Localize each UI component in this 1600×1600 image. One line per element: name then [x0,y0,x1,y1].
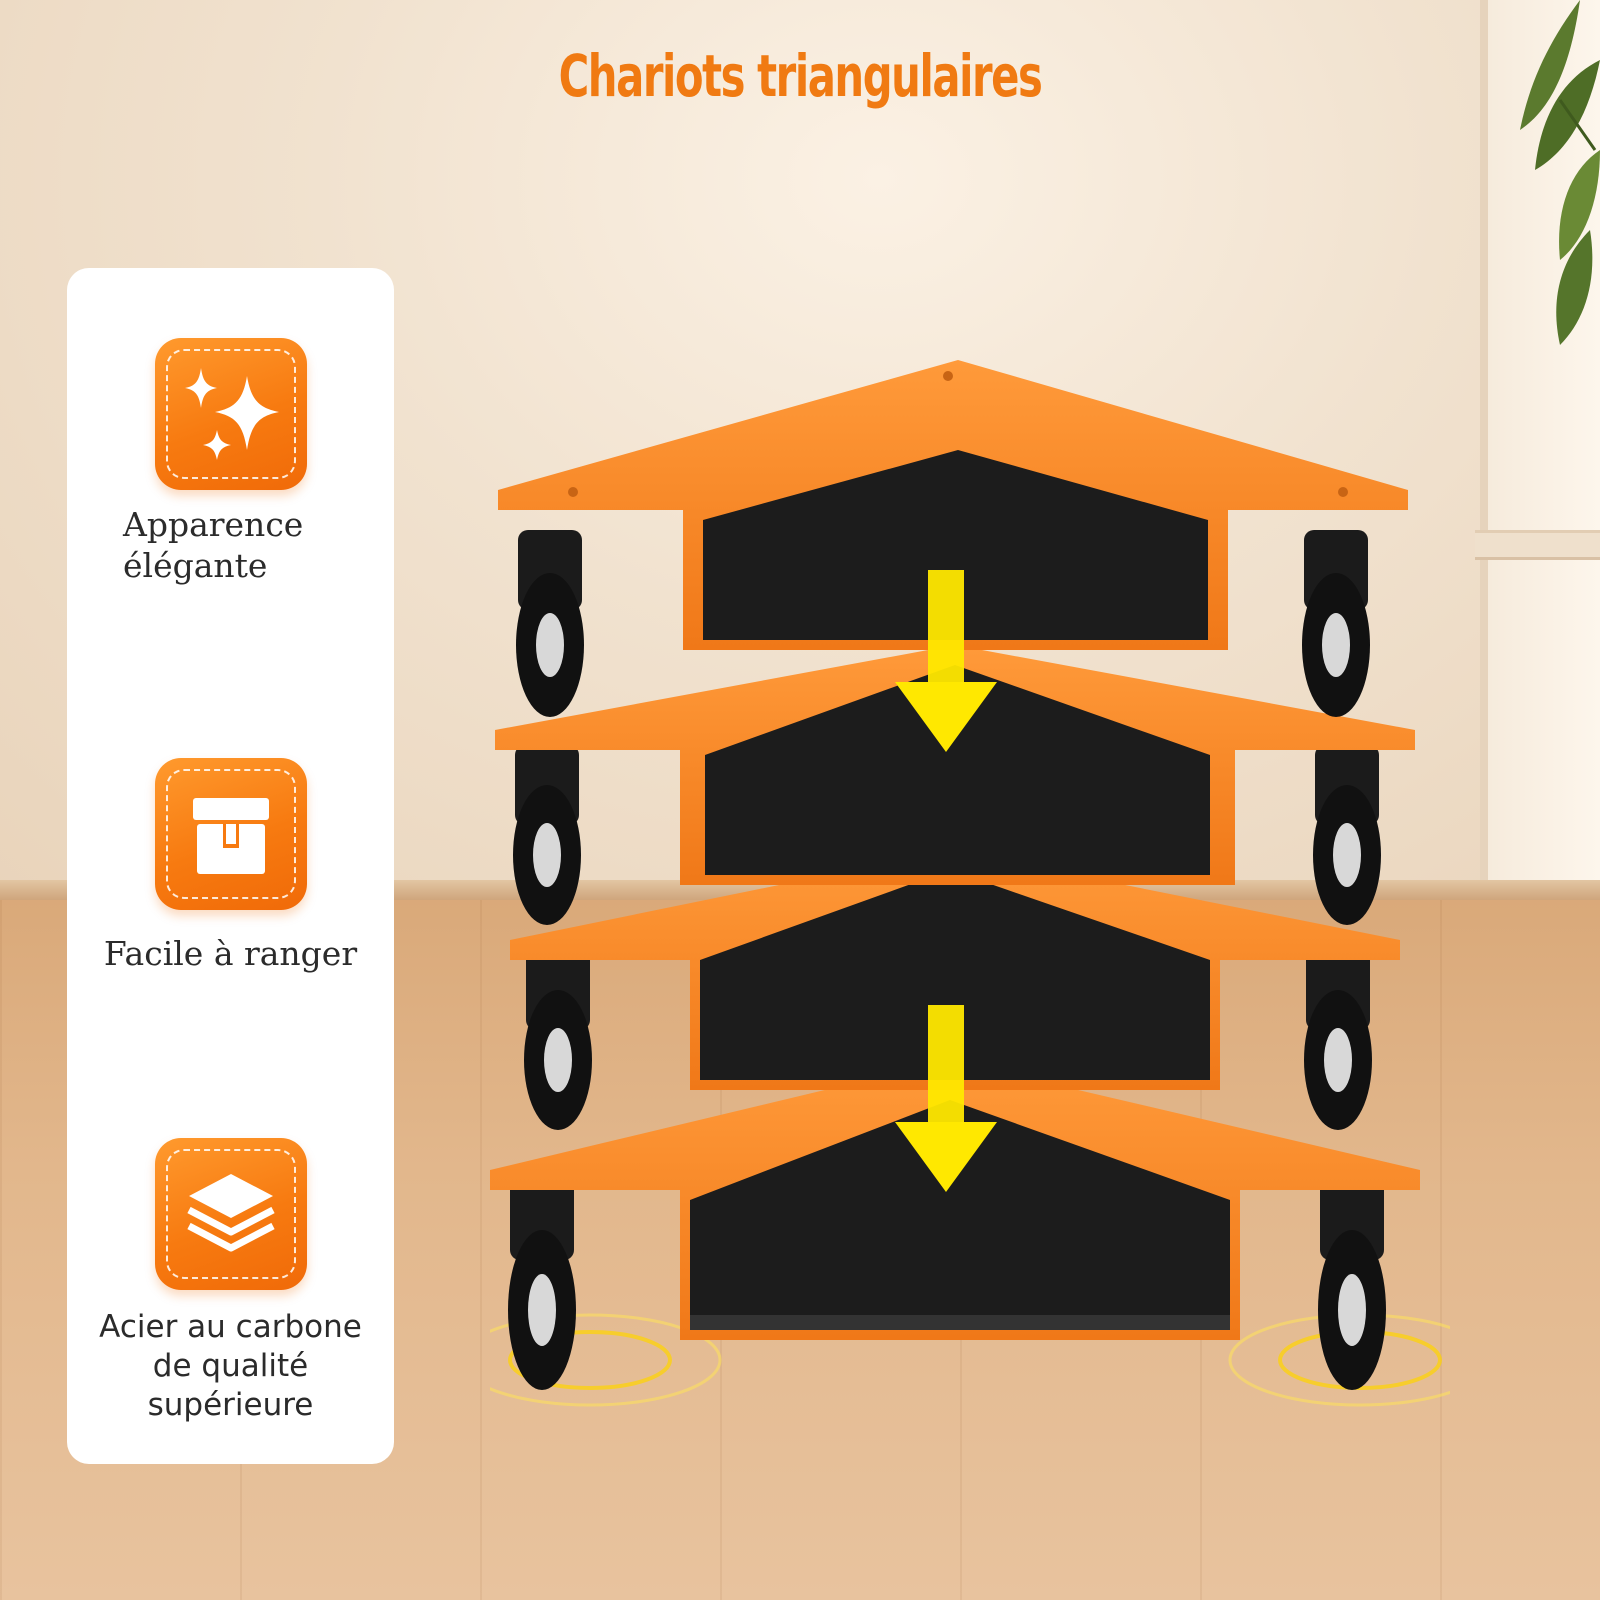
plant-leaves-image [1520,0,1600,345]
layers-icon [155,1138,307,1290]
page-title: Chariots triangulaires [558,42,1043,110]
box-icon [155,758,307,910]
feature-label-elegant: Apparence élégante [123,505,304,585]
down-arrow-icon-top [895,570,997,752]
dolly-2 [495,645,1415,925]
dolly-4 [490,1060,1420,1390]
dolly-3 [510,850,1400,1130]
caster-left [508,1180,576,1390]
feature-label-storage: Facile à ranger [103,934,358,973]
caster-right [1318,1180,1386,1390]
sparkles-icon [155,338,307,490]
stacked-dollies-image [490,360,1450,1407]
feature-label-steel: Acier au carbone de qualité supérieure [99,1309,362,1423]
down-arrow-icon-bottom [895,1005,997,1192]
window-sill [1475,530,1600,560]
features-panel: Apparence élégante Facile à ranger [67,268,394,1464]
dolly-1 [498,360,1408,717]
